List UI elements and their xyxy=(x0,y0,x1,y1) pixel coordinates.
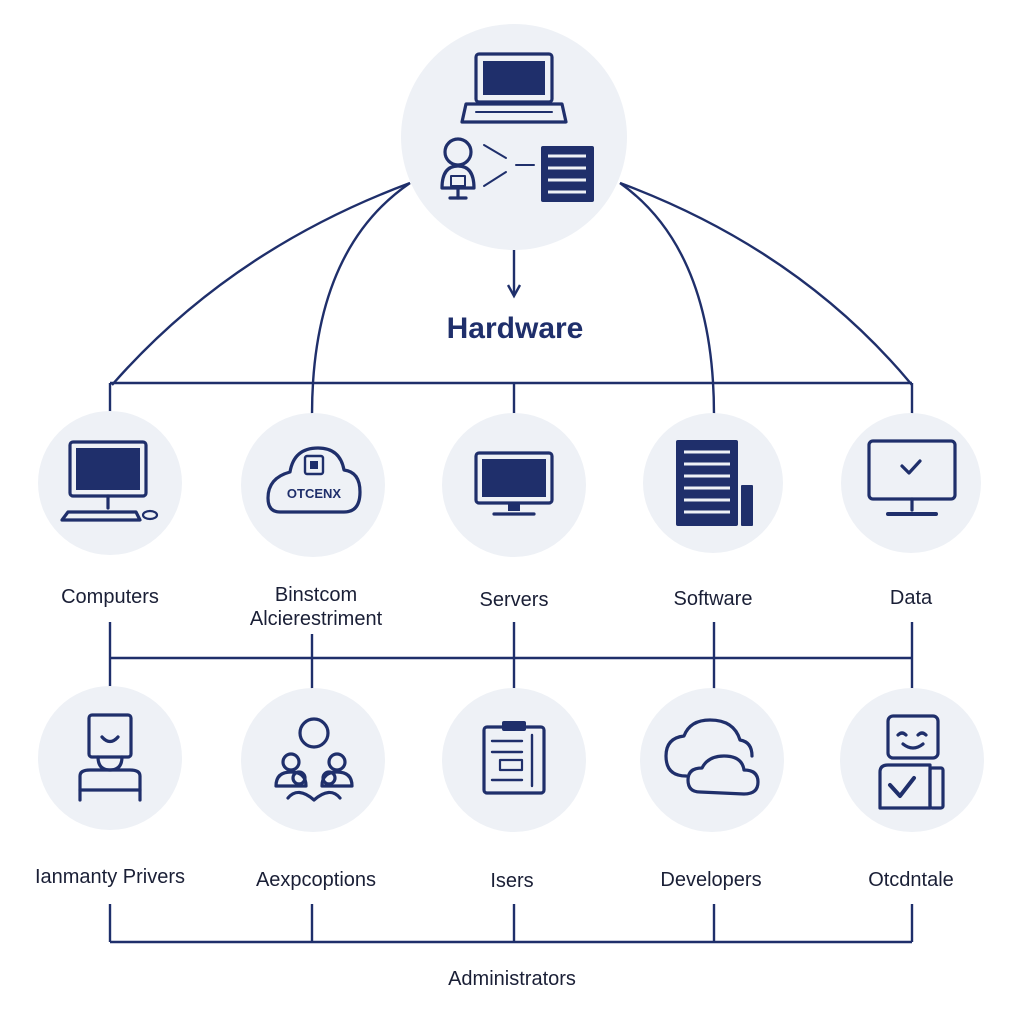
laptop-icon xyxy=(460,52,568,124)
label-administrators: Administrators xyxy=(448,968,576,990)
label-software: Software xyxy=(673,588,753,610)
node-developers xyxy=(640,688,784,832)
desktop-computer-icon xyxy=(60,440,159,522)
label-otcdntale: Otcdntale xyxy=(868,869,954,891)
link-lines xyxy=(483,144,535,187)
team-icon xyxy=(274,717,354,802)
cloud-box-icon: OTCENX xyxy=(266,446,362,514)
node-data xyxy=(841,413,981,553)
connector-lines xyxy=(108,181,914,944)
node-aexpcoptions xyxy=(241,688,385,832)
node-ianmanty xyxy=(38,686,182,830)
node-computers xyxy=(38,411,182,555)
robot-check-icon xyxy=(878,714,945,810)
top-node xyxy=(401,24,627,250)
person-at-desk-icon xyxy=(78,713,142,802)
label-cloud-box: Binstcom Alcierestriment xyxy=(250,583,382,631)
node-cloud-box: OTCENX xyxy=(241,413,385,557)
diagram-title: Hardware xyxy=(446,312,584,345)
label-cloud-box-line2: Alcierestriment xyxy=(249,608,383,630)
server-rack-icon xyxy=(541,146,594,202)
monitor-icon xyxy=(474,451,554,516)
monitor-check-icon xyxy=(867,439,957,516)
label-cloud-box-line1: Binstcom xyxy=(274,584,358,606)
cloud-icon xyxy=(664,718,760,796)
clipboard-icon xyxy=(482,721,546,795)
cloud-box-badge: OTCENX xyxy=(287,486,342,501)
label-isers: Isers xyxy=(490,870,534,892)
label-ianmanty-privers: Ianmanty Privers xyxy=(34,866,186,888)
label-data: Data xyxy=(889,587,933,609)
label-developers: Developers xyxy=(660,869,762,891)
node-servers xyxy=(442,413,586,557)
server-rack-icon xyxy=(676,440,753,526)
label-aexpcoptions: Aexpcoptions xyxy=(255,869,377,891)
label-servers: Servers xyxy=(479,589,549,611)
node-isers xyxy=(442,688,586,832)
user-workstation-icon xyxy=(440,137,476,200)
node-otcdntale xyxy=(840,688,984,832)
node-software xyxy=(643,413,783,553)
label-computers: Computers xyxy=(61,586,159,608)
